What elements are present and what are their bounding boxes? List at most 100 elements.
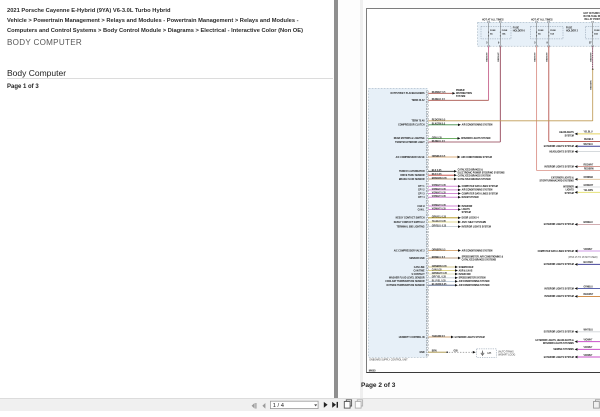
svg-text:REL AT POSITION R: REL AT POSITION R (584, 18, 600, 21)
svg-text:SENSOR GND: SENSOR GND (409, 258, 425, 260)
svg-text:HOT IN TERM 75 XT: HOT IN TERM 75 XT (583, 13, 600, 15)
svg-text:GRYBLU 0.35: GRYBLU 0.35 (432, 225, 447, 227)
svg-text:HOT AT ALL TIMES: HOT AT ALL TIMES (531, 19, 553, 22)
svg-text:CAN LINE: CAN LINE (414, 266, 425, 269)
svg-text:CAN TIME: CAN TIME (414, 269, 426, 272)
svg-text:DISTRIBUTION: DISTRIBUTION (456, 93, 472, 95)
svg-text:(AUTO TRANS: (AUTO TRANS (498, 350, 514, 353)
svg-text:HEADLIGHTS SYSTEM: HEADLIGHTS SYSTEM (549, 150, 573, 153)
svg-text:DRIVE THRU SENSOR: DRIVE THRU SENSOR (400, 175, 425, 177)
svg-text:VIOWHT 0.35: VIOWHT 0.35 (432, 192, 447, 194)
svg-text:CPY 2: CPY 2 (418, 190, 425, 192)
svg-text:15A: 15A (550, 32, 554, 35)
svg-text:15A: 15A (502, 32, 506, 35)
svg-text:EXTERIOR LIGHTS SYSTEM: EXTERIOR LIGHTS SYSTEM (544, 146, 574, 148)
svg-text:HEADLIGHTS: HEADLIGHTS (559, 131, 574, 134)
svg-text:INTERCOM: INTERCOM (459, 274, 471, 276)
svg-text:REDBLU 2.5: REDBLU 2.5 (432, 141, 446, 143)
svg-text:A/C COMPRESSOR VALVE: A/C COMPRESSOR VALVE (396, 156, 425, 159)
svg-text:VIOWHT: VIOWHT (583, 339, 593, 341)
svg-text:REDWHT: REDWHT (583, 294, 593, 296)
svg-text:G85: G85 (454, 350, 459, 352)
svg-text:STOP/TURN/HAZARD SYSTEMS: STOP/TURN/HAZARD SYSTEMS (540, 180, 575, 183)
svg-text:POWER: POWER (456, 90, 465, 92)
svg-text:BRN: BRN (432, 350, 437, 352)
svg-text:REDWHT: REDWHT (487, 52, 489, 62)
svg-text:GRNBLU: GRNBLU (583, 286, 593, 288)
svg-text:CATALYZED BRAKES SYSTEM: CATALYZED BRAKES SYSTEM (458, 174, 491, 177)
svg-text:TERM 75 A6: TERM 75 A6 (411, 120, 425, 123)
svg-text:EXTERIOR LIGHTS SYSTEM: EXTERIOR LIGHTS SYSTEM (544, 264, 574, 266)
svg-text:INTERIOR LIGHTS SYSTEMS: INTERIOR LIGHTS SYSTEMS (543, 343, 574, 345)
svg-text:REDWHT: REDWHT (534, 52, 536, 62)
svg-text:FUSE: FUSE (550, 30, 556, 32)
svg-text:5: 5 (486, 43, 488, 45)
svg-text:FUSE: FUSE (490, 30, 496, 32)
svg-text:ONBOARD SUPPLY CONTROL UNIT: ONBOARD SUPPLY CONTROL UNIT (369, 358, 408, 361)
svg-text:YELGRN: YELGRN (583, 190, 593, 192)
svg-text:BRNBLU 0.5: BRNBLU 0.5 (432, 257, 446, 259)
svg-text:EXTERIOR LIGHTS SYSTEM: EXTERIOR LIGHTS SYSTEM (455, 337, 485, 339)
svg-text:TANGRN 0.5: TANGRN 0.5 (432, 335, 446, 338)
svg-text:CPY 1: CPY 1 (418, 186, 425, 188)
svg-text:AIR CONDITIONING SYSTEM: AIR CONDITIONING SYSTEM (459, 280, 490, 283)
svg-text:RED 0.35: RED 0.35 (432, 174, 442, 176)
svg-text:BLURED: BLURED (583, 262, 593, 264)
svg-text:CAN L: CAN L (418, 208, 426, 211)
svg-text:BLUYEL 0.35: BLUYEL 0.35 (432, 280, 447, 282)
svg-text:INTERIOR: INTERIOR (563, 186, 574, 188)
svg-text:SYSTEM: SYSTEM (462, 212, 471, 214)
svg-text:KESSY CONTACT SWITCH 2: KESSY CONTACT SWITCH 2 (394, 221, 426, 224)
svg-text:REDGRN 0.5: REDGRN 0.5 (432, 120, 446, 122)
svg-text:S CONTACT: S CONTACT (411, 273, 425, 276)
svg-text:BRAKE FLUID SENSOR: BRAKE FLUID SENSOR (399, 178, 425, 181)
svg-text:REDWHT: REDWHT (547, 52, 549, 62)
svg-text:5: 5 (534, 43, 536, 45)
svg-text:GRN 0.35: GRN 0.35 (432, 137, 443, 139)
svg-text:SYSTEM: SYSTEM (456, 96, 465, 98)
svg-text:GRNWHT 0.35: GRNWHT 0.35 (432, 273, 448, 275)
svg-text:W/SHIFT LOCK): W/SHIFT LOCK) (498, 354, 515, 356)
svg-text:CAN 0.35: CAN 0.35 (432, 268, 443, 271)
svg-text:VIOWHT: VIOWHT (583, 249, 593, 251)
svg-text:AIR CONDITIONING SYSTEM: AIR CONDITIONING SYSTEM (459, 284, 490, 287)
svg-text:EXTERIOR LIGHTS SYSTEM: EXTERIOR LIGHTS SYSTEM (544, 357, 574, 359)
svg-text:REDBRN: REDBRN (584, 168, 594, 170)
svg-text:SYSTEM: SYSTEM (565, 135, 574, 137)
svg-text:VIOWHT 0.35: VIOWHT 0.35 (432, 208, 447, 210)
svg-text:CPY 4: CPY 4 (418, 196, 425, 199)
svg-text:NAV/M SYSTEM: NAV/M SYSTEM (462, 196, 479, 199)
svg-text:AIR CONDITIONING SYSTEM: AIR CONDITIONING SYSTEM (462, 249, 493, 252)
svg-text:OUTSIDE TEMPERATURE SENSOR: OUTSIDE TEMPERATURE SENSOR (386, 284, 425, 287)
svg-text:REDWHT 0.5: REDWHT 0.5 (432, 92, 446, 94)
svg-text:INTERIOR LIGHTS SYSTEM: INTERIOR LIGHTS SYSTEM (462, 226, 491, 228)
svg-text:9: 9 (547, 43, 549, 45)
svg-text:BRNBLU: BRNBLU (583, 222, 593, 224)
svg-text:COMPUTER DATA LINES SYSTEM: COMPUTER DATA LINES SYSTEM (538, 250, 574, 253)
svg-text:TERM 30 A2: TERM 30 A2 (411, 99, 425, 102)
svg-text:EXTERIOR LIGHTS, HEADLIGHTS &: EXTERIOR LIGHTS, HEADLIGHTS & (536, 339, 575, 342)
svg-text:40A: 40A (594, 32, 598, 35)
svg-text:CATALYZED BRAKES SYSTEMS: CATALYZED BRAKES SYSTEMS (462, 258, 497, 261)
svg-text:ORNBRN 0.5: ORNBRN 0.5 (432, 249, 446, 251)
svg-text:CATALYZED BRAKES &: CATALYZED BRAKES & (458, 169, 484, 172)
svg-text:SEWING SYSTEMS: SEWING SYSTEMS (553, 349, 574, 351)
svg-text:HOLDER 2: HOLDER 2 (566, 29, 579, 32)
svg-text:COMPUTER DATA LINES SYSTEM: COMPUTER DATA LINES SYSTEM (462, 185, 498, 188)
svg-text:ORNRED 0.5: ORNRED 0.5 (432, 156, 446, 158)
svg-text:FUSE: FUSE (594, 30, 600, 32)
svg-text:GRNGRY: GRNGRY (583, 185, 593, 187)
svg-text:KESSY CONTACT SWITCH: KESSY CONTACT SWITCH (396, 217, 425, 220)
svg-text:WHTBLU: WHTBLU (583, 330, 593, 332)
svg-text:INTERIOR LIGHTS SYSTEM: INTERIOR LIGHTS SYSTEM (545, 166, 574, 168)
svg-text:FUSE: FUSE (538, 30, 544, 32)
svg-text:DOOR LOCKS 4: DOOR LOCKS 4 (462, 217, 480, 220)
svg-text:VIOWHT 0.35: VIOWHT 0.35 (432, 185, 447, 187)
svg-text:VIOWHT: VIOWHT (583, 355, 593, 357)
svg-text:CATALYZED BRAKES SYSTEM: CATALYZED BRAKES SYSTEM (458, 178, 491, 181)
svg-text:LIGHTS: LIGHTS (462, 209, 471, 211)
svg-text:SPEEDOMETER SYSTEM: SPEEDOMETER SYSTEM (459, 278, 486, 280)
svg-text:BLKGRN 0.5: BLKGRN 0.5 (432, 124, 446, 126)
svg-text:SPEEDOMETER, AIR CONDITIONING: SPEEDOMETER, AIR CONDITIONING & (462, 255, 504, 258)
svg-text:COMPRESSOR CLUTCH: COMPRESSOR CLUTCH (398, 125, 425, 127)
